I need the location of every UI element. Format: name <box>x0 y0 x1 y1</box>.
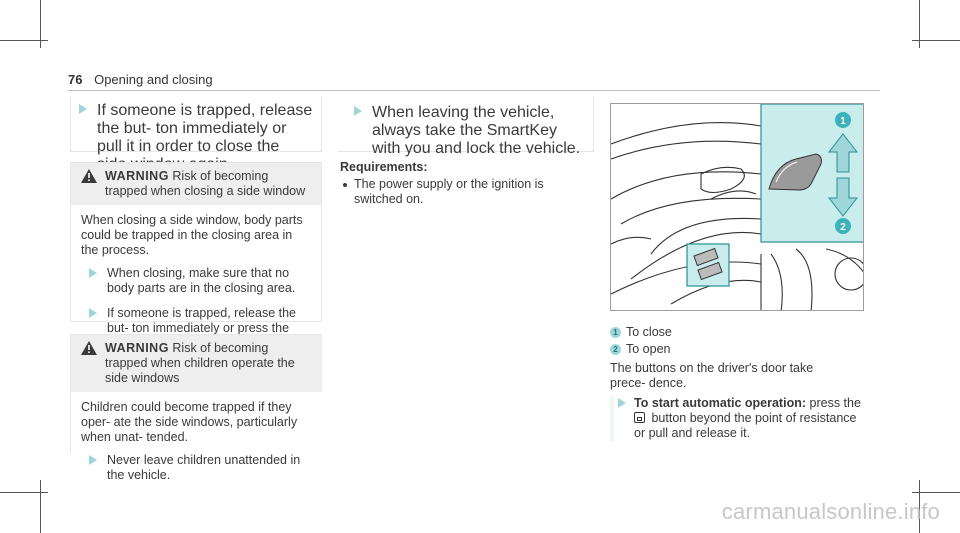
crop-mark <box>912 40 960 41</box>
step-item: If someone is trapped, release the but- … <box>71 102 313 174</box>
step-arrow-icon <box>618 398 626 408</box>
warning-title: Risk of becoming trapped when closing a … <box>105 169 306 198</box>
crop-mark <box>919 480 920 533</box>
figure-badge-2: 2 <box>840 222 846 233</box>
window-button-icon <box>634 412 645 423</box>
step-box: If someone is trapped, release the but- … <box>70 96 322 173</box>
legend-text: To open <box>626 342 671 356</box>
crop-mark <box>40 480 41 533</box>
step-arrow-icon <box>89 455 97 465</box>
step-continuation: button beyond the point of resistance or… <box>634 411 857 440</box>
warning-label: WARNING <box>105 169 169 183</box>
step-item: Never leave children unattended in the v… <box>81 453 312 483</box>
legend-item: 1 To close <box>610 325 866 340</box>
warning-box: WARNING Risk of becoming trapped when cl… <box>70 162 322 365</box>
legend-badge: 1 <box>610 327 621 338</box>
step-item: When closing, make sure that no body par… <box>81 266 311 296</box>
warning-header: WARNING Risk of becoming trapped when cl… <box>71 163 321 205</box>
warning-body: Children could become trapped if they op… <box>71 392 322 501</box>
warning-text: When closing a side window, body parts c… <box>81 213 303 257</box>
requirements-title: Requirements: <box>340 160 428 174</box>
step-text: If someone is trapped, release the but- … <box>97 102 313 173</box>
legend-item: 2 To open <box>610 342 866 357</box>
step-arrow-icon <box>89 268 97 278</box>
step-text: press the <box>809 396 861 410</box>
warning-text: Children could become trapped if they op… <box>81 400 298 444</box>
door-panel-illustration: 1 2 <box>611 104 863 310</box>
automatic-step: To start automatic operation: press the … <box>610 396 866 451</box>
step-bar <box>610 396 614 441</box>
crop-mark <box>40 0 41 48</box>
step-bold-text: To start automatic operation: <box>634 396 807 410</box>
step-arrow-icon <box>354 106 362 116</box>
window-switch-figure: 1 2 <box>610 103 864 311</box>
page-number: 76 <box>68 72 83 87</box>
page-header: 76 Opening and closing <box>68 72 213 87</box>
step-text: When closing, make sure that no body par… <box>107 266 296 295</box>
warning-box: WARNING Risk of becoming trapped when ch… <box>70 334 322 482</box>
description-text: The buttons on the driver's door take pr… <box>610 361 814 390</box>
warning-header: WARNING Risk of becoming trapped when ch… <box>71 335 322 392</box>
warning-title: Risk of becoming trapped when children o… <box>105 341 295 385</box>
step-arrow-icon <box>89 308 97 318</box>
crop-mark <box>0 492 48 493</box>
legend-text: To close <box>626 325 672 339</box>
step-arrow-icon <box>79 104 87 114</box>
figure-badge-1: 1 <box>840 116 846 127</box>
warning-triangle-icon <box>81 341 97 355</box>
step-item: When leaving the vehicle, always take th… <box>346 104 587 158</box>
requirements: Requirements: The power supply or the ig… <box>340 160 592 207</box>
step-box: When leaving the vehicle, always take th… <box>338 96 594 157</box>
header-rule <box>68 90 880 91</box>
warning-triangle-icon <box>81 169 97 183</box>
step-item: To start automatic operation: press the … <box>610 396 866 441</box>
step-text: When leaving the vehicle, always take th… <box>372 104 581 157</box>
crop-mark <box>0 40 48 41</box>
crop-mark <box>912 492 960 493</box>
bullet-dot <box>343 183 347 187</box>
step-text: Never leave children unattended in the v… <box>107 453 301 482</box>
warning-label: WARNING <box>105 341 169 355</box>
figure-legend: 1 To close 2 To open The buttons on the … <box>610 325 866 391</box>
watermark: carmanualsonline.info <box>721 499 940 524</box>
requirement-text: The power supply or the ignition is swit… <box>354 177 544 206</box>
legend-badge: 2 <box>610 344 621 355</box>
requirement-item: The power supply or the ignition is swit… <box>340 177 592 207</box>
crop-mark <box>919 0 920 48</box>
section-title: Opening and closing <box>94 72 213 87</box>
